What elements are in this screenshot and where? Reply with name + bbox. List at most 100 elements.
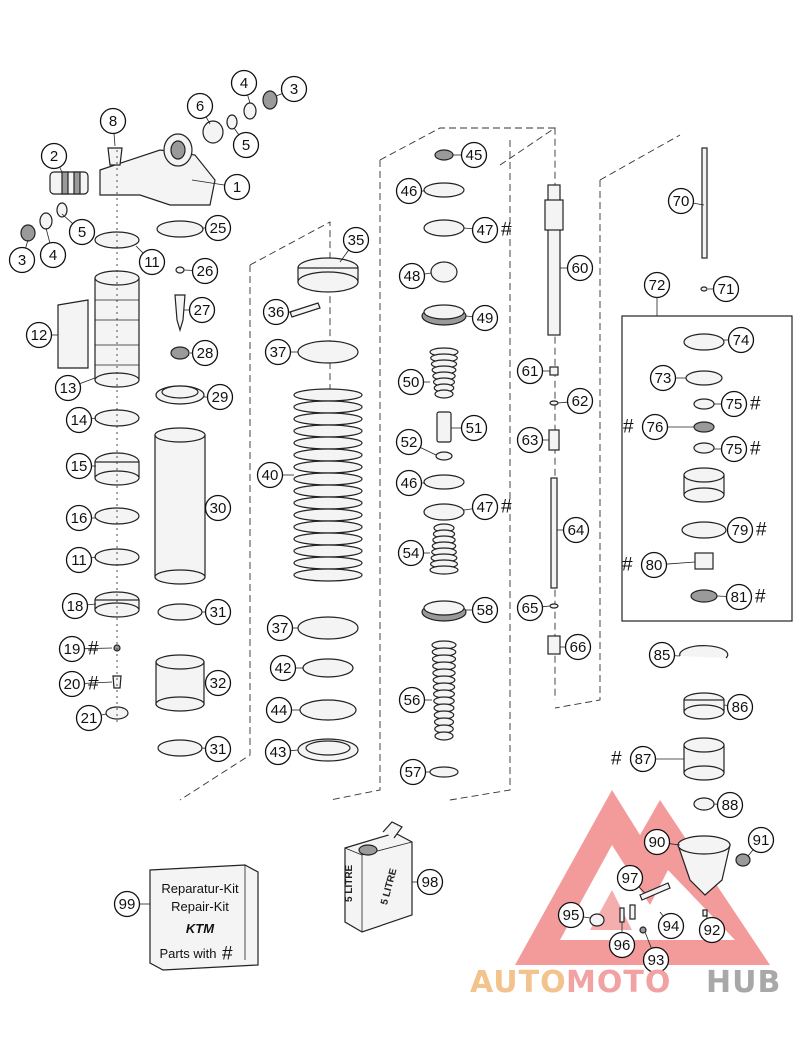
callout-circle (725, 583, 753, 611)
callout-circle (264, 738, 292, 766)
callout-circle (204, 735, 232, 763)
callout-circle (564, 633, 592, 661)
callout-number: 87 (635, 751, 652, 768)
callout-number: 88 (722, 797, 739, 814)
callout-number: 71 (718, 281, 735, 298)
callout-number: 52 (401, 434, 418, 451)
callout-circle (698, 916, 726, 944)
callout-number: 2 (50, 148, 58, 165)
callout-60: 60 (560, 254, 594, 282)
callout-circle (747, 826, 775, 854)
callout-number: 70 (673, 193, 690, 210)
callout-number: 54 (403, 545, 420, 562)
part-26-washer (175, 266, 185, 274)
callout-37: 37 (264, 338, 298, 366)
callout-6: 6 (186, 92, 214, 125)
callout-number: 94 (663, 918, 680, 935)
part-80-bushing (694, 552, 714, 570)
callout-number: 15 (71, 458, 88, 475)
callout-circle (640, 551, 668, 579)
part-76-ring (693, 421, 715, 433)
callout-27: 27 (184, 296, 216, 324)
oil-can-side-label: 5 LITRE (344, 864, 355, 902)
callout-40: 40 (256, 461, 294, 489)
callout-leader (638, 886, 646, 894)
callout-number: 85 (654, 647, 671, 664)
callout-93: 93 (642, 931, 670, 974)
callout-number: 6 (196, 98, 204, 115)
callout-leader (233, 127, 239, 135)
part-85-circlip (679, 645, 729, 659)
callout-5: 5 (232, 127, 260, 159)
callout-number: 46 (401, 183, 418, 200)
callout-number: 3 (290, 81, 298, 98)
callout-number: 32 (210, 675, 227, 692)
callout-46: 46 (395, 177, 424, 205)
spring-coil (293, 520, 363, 534)
callout-96: 96 (608, 922, 636, 959)
callout-16: 16 (65, 504, 96, 532)
callout-number: 28 (197, 345, 214, 362)
callout-number: 18 (67, 598, 84, 615)
callout-circle (223, 173, 251, 201)
callout-circle (204, 598, 232, 626)
callout-49: 49 (465, 304, 499, 332)
column-left-parts (20, 90, 278, 725)
column-5-parts (544, 184, 564, 655)
callout-circle (629, 745, 657, 773)
callout-leader (644, 931, 652, 949)
callout-number: 63 (522, 432, 539, 449)
callout-number: 92 (704, 922, 721, 939)
callout-number: 45 (466, 147, 483, 164)
callout-57: 57 (399, 758, 430, 786)
repair-kit-hash-mark: # (88, 639, 99, 660)
callout-20: 20# (58, 670, 113, 698)
spring-coil (293, 484, 363, 498)
part-35-adjuster-ring (297, 257, 359, 293)
repair-kit-hash-mark: # (750, 439, 761, 460)
part-48-spacer (430, 261, 458, 283)
callout-70: 70 (667, 187, 705, 215)
callout-leader (45, 227, 51, 243)
part-75-ring-upper (693, 398, 715, 410)
callout-leader (465, 315, 473, 318)
callout-63: 63 (516, 426, 549, 454)
callout-circle (566, 387, 594, 415)
callout-21: 21 (75, 704, 107, 732)
callout-48: 48 (398, 262, 432, 290)
callout-number: 5 (242, 137, 250, 154)
callout-circle (256, 461, 284, 489)
callout-leader (135, 245, 144, 254)
callout-circle (68, 218, 96, 246)
spring-coil (293, 544, 363, 558)
part-44-ring (299, 699, 357, 721)
callout-leader (669, 843, 681, 846)
callout-number: 97 (622, 870, 639, 887)
column-4-parts (421, 149, 467, 778)
callout-number: 42 (275, 660, 292, 677)
part-95-cap (589, 913, 605, 927)
callout-circle (649, 364, 677, 392)
part-20-valve (112, 675, 122, 689)
callout-86: 86 (723, 693, 754, 721)
callout-leader (420, 447, 437, 456)
callout-leader (84, 647, 113, 650)
part-2-adjuster (49, 171, 89, 195)
callout-50: 50 (397, 368, 430, 396)
callout-circle (416, 868, 444, 896)
callout-number: 31 (210, 741, 227, 758)
callout-number: 65 (522, 600, 539, 617)
callout-circle (54, 374, 82, 402)
callout-circle (75, 704, 103, 732)
part-37-plate-upper (297, 340, 359, 364)
callout-15: 15 (65, 452, 96, 480)
callout-number: 13 (60, 380, 77, 397)
callout-circle (395, 469, 423, 497)
callout-number: 37 (270, 344, 287, 361)
part-86-guide (683, 692, 725, 720)
spring-coil (293, 472, 363, 486)
callout-leader (80, 377, 96, 384)
callout-4: 4 (230, 69, 258, 104)
callout-14: 14 (65, 406, 97, 434)
part-21-cap (105, 706, 129, 720)
